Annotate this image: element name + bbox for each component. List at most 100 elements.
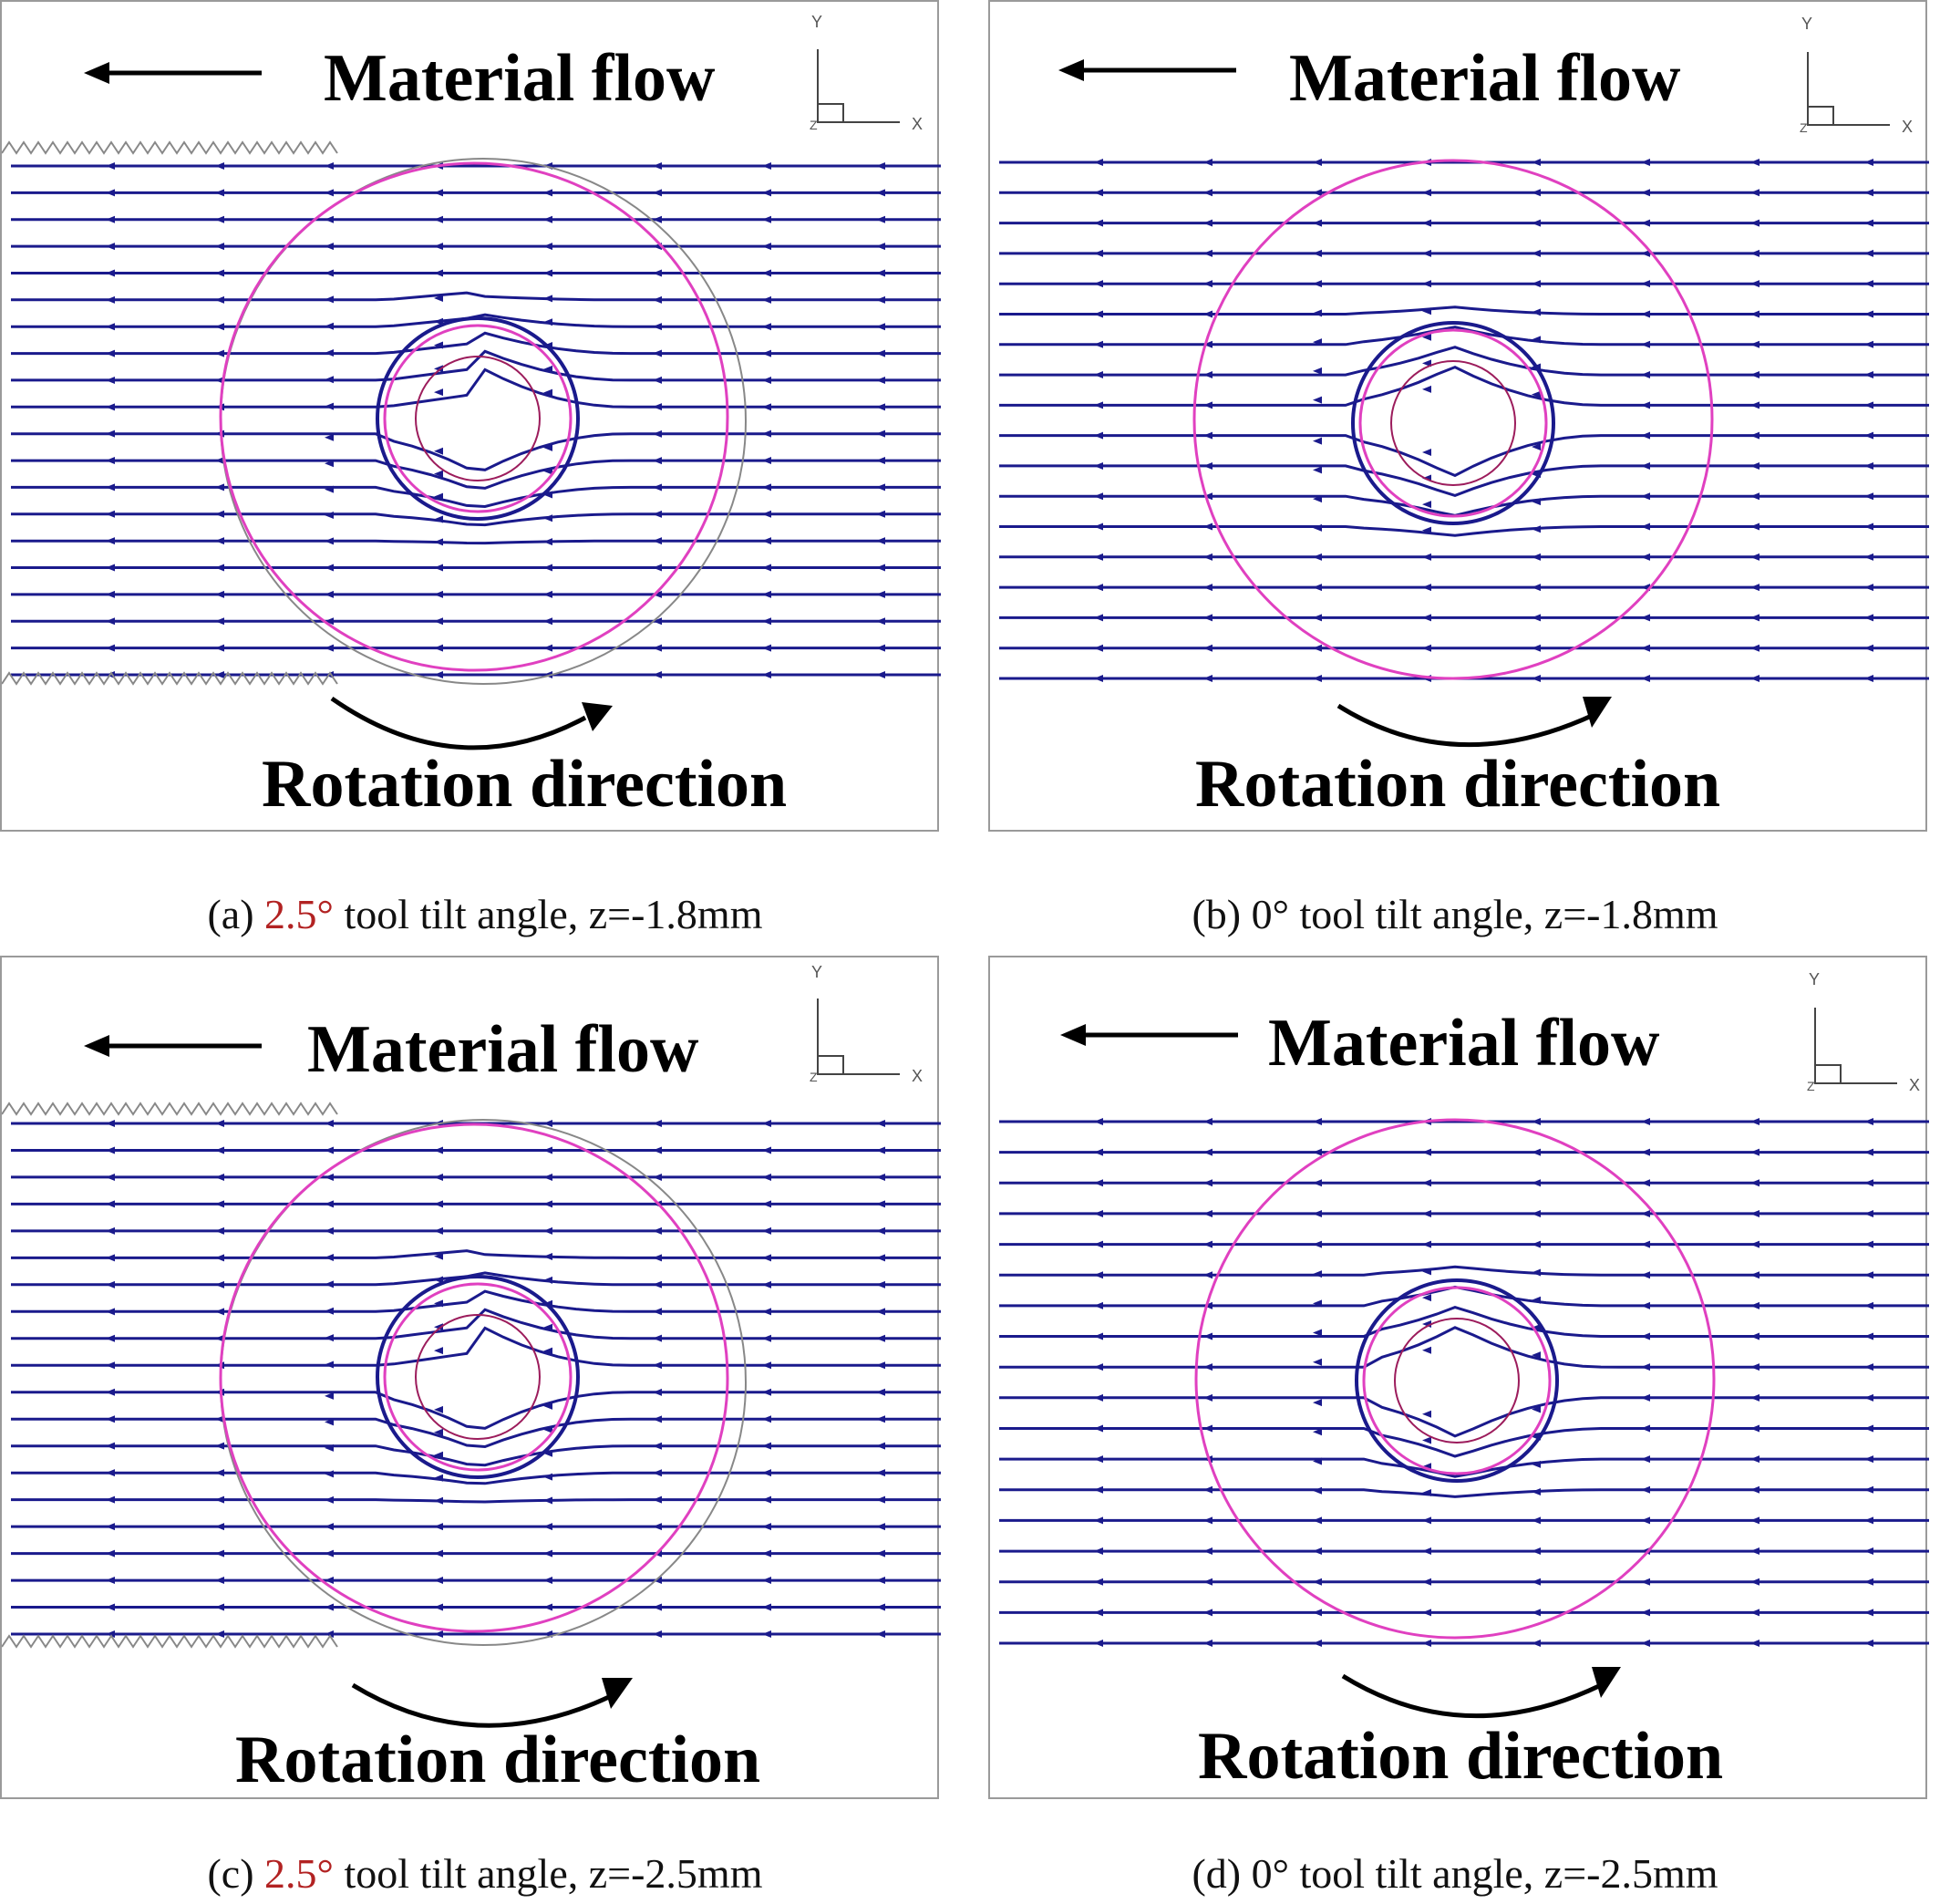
streamline <box>11 349 941 382</box>
flow-arrowhead <box>1864 249 1873 257</box>
flow-arrowhead <box>543 1603 552 1611</box>
flow-arrowhead <box>106 644 115 652</box>
caption-prefix: (b) <box>1192 891 1242 937</box>
flow-arrowhead <box>1532 1118 1541 1125</box>
flow-arrowhead <box>1094 1332 1103 1340</box>
flow-arrowhead <box>1422 219 1431 227</box>
streamline <box>11 1308 941 1340</box>
flow-arrowhead <box>1532 442 1541 450</box>
flow-arrowhead <box>106 323 115 331</box>
flow-arrowhead <box>762 510 771 518</box>
flow-arrowhead <box>653 644 662 652</box>
flow-arrowhead <box>106 1603 115 1611</box>
flow-arrowhead <box>215 189 224 197</box>
flow-arrowhead <box>434 1405 443 1413</box>
flow-arrowhead <box>1864 340 1873 348</box>
flow-arrowhead <box>1203 431 1212 440</box>
flow-arrowhead <box>1750 249 1759 257</box>
flow-arrowhead <box>1313 367 1322 375</box>
flow-arrowhead <box>543 1146 552 1154</box>
flow-arrowhead <box>876 243 885 251</box>
flow-arrowhead <box>1864 1455 1873 1464</box>
axis-z-label: Z <box>810 1070 818 1084</box>
flow-arrowhead <box>762 1415 771 1423</box>
flow-arrowhead <box>876 1523 885 1531</box>
flow-arrowhead <box>1641 675 1650 682</box>
flow-arrowhead <box>434 1252 443 1260</box>
flow-arrowhead <box>215 644 224 652</box>
flow-arrowhead <box>876 1146 885 1154</box>
flow-arrowhead <box>653 1415 662 1423</box>
flow-arrowhead <box>434 538 443 546</box>
flow-arrowhead <box>215 295 224 304</box>
flow-arrowhead <box>653 376 662 384</box>
flow-arrowhead <box>215 323 224 331</box>
flow-arrowhead <box>1313 249 1322 257</box>
flow-arrowhead <box>1532 498 1541 506</box>
flow-arrowhead <box>1094 1516 1103 1525</box>
flow-arrowhead <box>653 403 662 411</box>
streamline <box>999 365 1929 407</box>
pin-inner-circle <box>1390 360 1516 486</box>
flow-arrowhead <box>1313 1547 1322 1556</box>
flow-arrowhead <box>1422 1294 1431 1302</box>
flow-arrowhead <box>434 243 443 251</box>
flow-arrowhead <box>106 295 115 304</box>
flow-arrowhead <box>1313 553 1322 561</box>
flow-arrowhead <box>876 215 885 223</box>
streamline <box>999 1326 1929 1369</box>
caption-prefix: (c) <box>207 1850 254 1897</box>
boundary-artifact <box>2 140 338 155</box>
flow-arrowhead <box>876 510 885 518</box>
flow-arrowhead <box>215 1334 224 1342</box>
flow-arrowhead <box>1641 1609 1650 1617</box>
flow-arrowhead <box>215 1146 224 1154</box>
flow-arrowhead <box>1750 340 1759 348</box>
flow-arrowhead <box>1094 401 1103 409</box>
flow-arrowhead <box>1203 249 1212 257</box>
flow-arrowhead <box>1641 1240 1650 1248</box>
flow-arrowhead <box>1864 280 1873 288</box>
flow-arrowhead <box>1203 219 1212 227</box>
panel-a: Material flow Y X Z Rotation direction <box>0 0 941 832</box>
flow-arrowhead <box>1864 1424 1873 1433</box>
streamlines <box>999 159 1929 682</box>
flow-arrowhead <box>1750 584 1759 592</box>
flow-arrowhead <box>543 644 552 652</box>
flow-arrowhead <box>653 671 662 678</box>
flow-arrowhead <box>215 215 224 223</box>
shoulder-circle <box>219 1123 729 1633</box>
streamlines <box>2 1102 941 1649</box>
flow-arrowhead <box>1864 1640 1873 1647</box>
flow-arrowhead <box>1532 1323 1541 1331</box>
flow-arrowhead <box>1313 1148 1322 1156</box>
flow-arrowhead <box>325 564 334 572</box>
flow-arrowhead <box>1641 1455 1650 1464</box>
flow-arrowhead <box>762 1361 771 1370</box>
flow-arrowhead <box>106 537 115 545</box>
flow-arrowhead <box>653 1146 662 1154</box>
flow-arrowhead <box>1750 310 1759 318</box>
flow-arrowhead <box>1203 1609 1212 1617</box>
flow-arrowhead <box>325 1334 334 1342</box>
flow-arrowhead <box>1313 280 1322 288</box>
flow-arrowhead <box>762 1226 771 1235</box>
flow-arrowhead <box>1750 1271 1759 1279</box>
flow-arrowhead <box>1641 1516 1650 1525</box>
flow-arrowhead <box>1532 614 1541 622</box>
flow-arrowhead <box>1641 189 1650 197</box>
flow-arrowhead <box>1313 584 1322 592</box>
flow-arrowhead <box>543 1347 552 1355</box>
flow-arrowhead <box>325 460 334 468</box>
flow-arrowhead <box>434 1603 443 1611</box>
pin-inner-circle <box>1394 1318 1520 1444</box>
flow-arrowhead <box>762 1549 771 1557</box>
streamline <box>11 1444 941 1467</box>
flow-arrowhead <box>1750 1148 1759 1156</box>
flow-arrowhead <box>543 365 552 373</box>
flow-arrowhead <box>1313 466 1322 474</box>
pin-outer-circle <box>383 324 573 513</box>
flow-arrowhead <box>876 590 885 598</box>
streamline <box>11 459 941 490</box>
streamline <box>11 1326 941 1367</box>
